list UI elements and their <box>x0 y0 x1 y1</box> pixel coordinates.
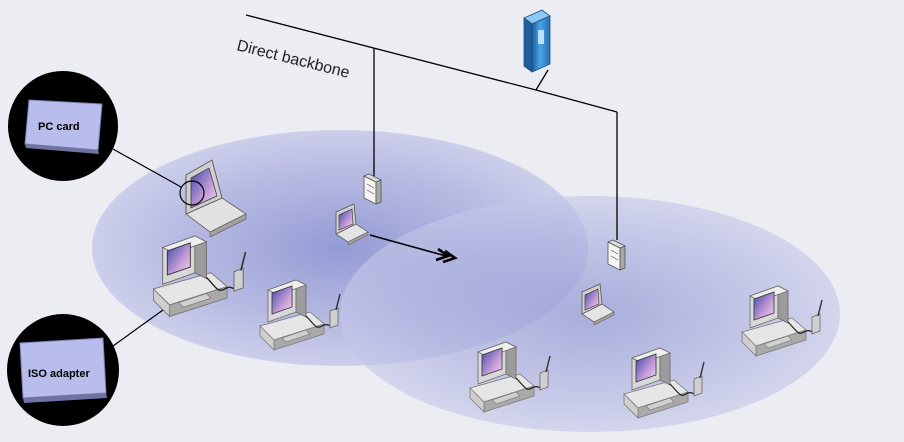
pc-card-callout-line <box>112 148 182 188</box>
pc-card-label: PC card <box>38 121 80 133</box>
access-point-icon <box>607 239 626 271</box>
server-icon <box>523 9 551 73</box>
backbone-network <box>245 14 618 240</box>
laptop-icon <box>185 159 247 238</box>
access-point-icon <box>363 173 382 205</box>
pc-card-callout: PC card <box>8 71 118 181</box>
iso-adapter-label: ISO adapter <box>28 368 90 380</box>
iso-callout-line <box>112 309 164 347</box>
iso-adapter-icon <box>19 337 107 403</box>
pc-card-icon <box>24 99 103 154</box>
roaming-arrow-icon <box>369 234 458 264</box>
backbone-label: Direct backbone <box>235 37 351 81</box>
pc-card-slot-marker <box>179 180 205 206</box>
iso-adapter-callout: ISO adapter <box>7 314 119 426</box>
